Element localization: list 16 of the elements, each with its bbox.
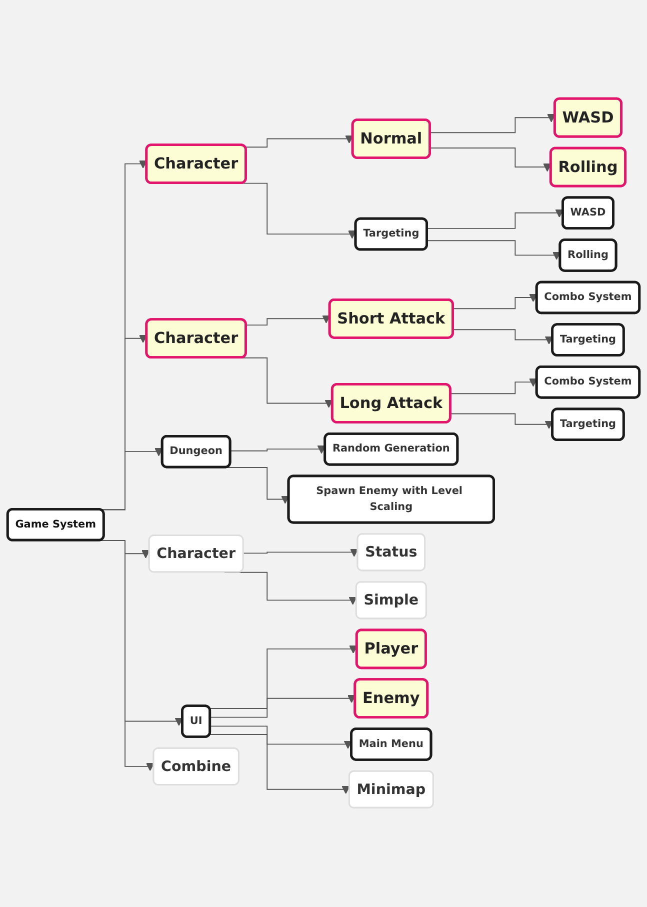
arrow [450, 414, 554, 430]
arrow [426, 240, 561, 260]
arrow [209, 646, 358, 710]
arrow [209, 734, 350, 794]
arrow [244, 135, 354, 148]
arrow [243, 548, 358, 558]
arrow [246, 315, 330, 326]
arrow [430, 148, 552, 172]
arrow [452, 294, 538, 310]
arrow [426, 210, 564, 230]
arrow [450, 378, 538, 394]
arrow [230, 446, 326, 454]
arrow [210, 695, 356, 718]
arrow [430, 114, 556, 134]
arrow [210, 726, 352, 750]
arrow [452, 330, 554, 345]
